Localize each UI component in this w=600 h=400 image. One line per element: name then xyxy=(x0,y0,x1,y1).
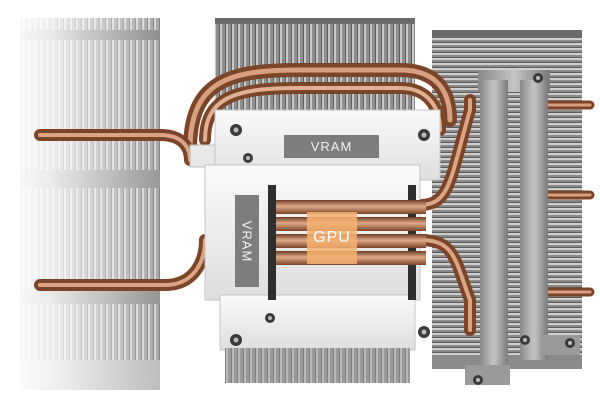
screw-icon xyxy=(533,73,543,83)
screw-icon xyxy=(243,153,253,163)
screw-icon xyxy=(565,338,575,348)
vram-side-label: VRAM xyxy=(235,195,259,287)
screw-icon xyxy=(418,326,430,338)
screw-icon xyxy=(418,129,430,141)
screws xyxy=(230,73,575,385)
vram-side-text: VRAM xyxy=(239,220,255,262)
left-heatsink xyxy=(0,0,200,400)
cold-plate xyxy=(189,109,441,383)
screw-icon xyxy=(230,124,242,136)
vram-top-label: VRAM xyxy=(284,135,379,158)
screw-icon xyxy=(473,375,483,385)
screw-icon xyxy=(265,313,275,323)
gpu-label: GPU xyxy=(307,212,357,264)
screw-icon xyxy=(520,335,530,345)
screw-icon xyxy=(230,334,242,346)
